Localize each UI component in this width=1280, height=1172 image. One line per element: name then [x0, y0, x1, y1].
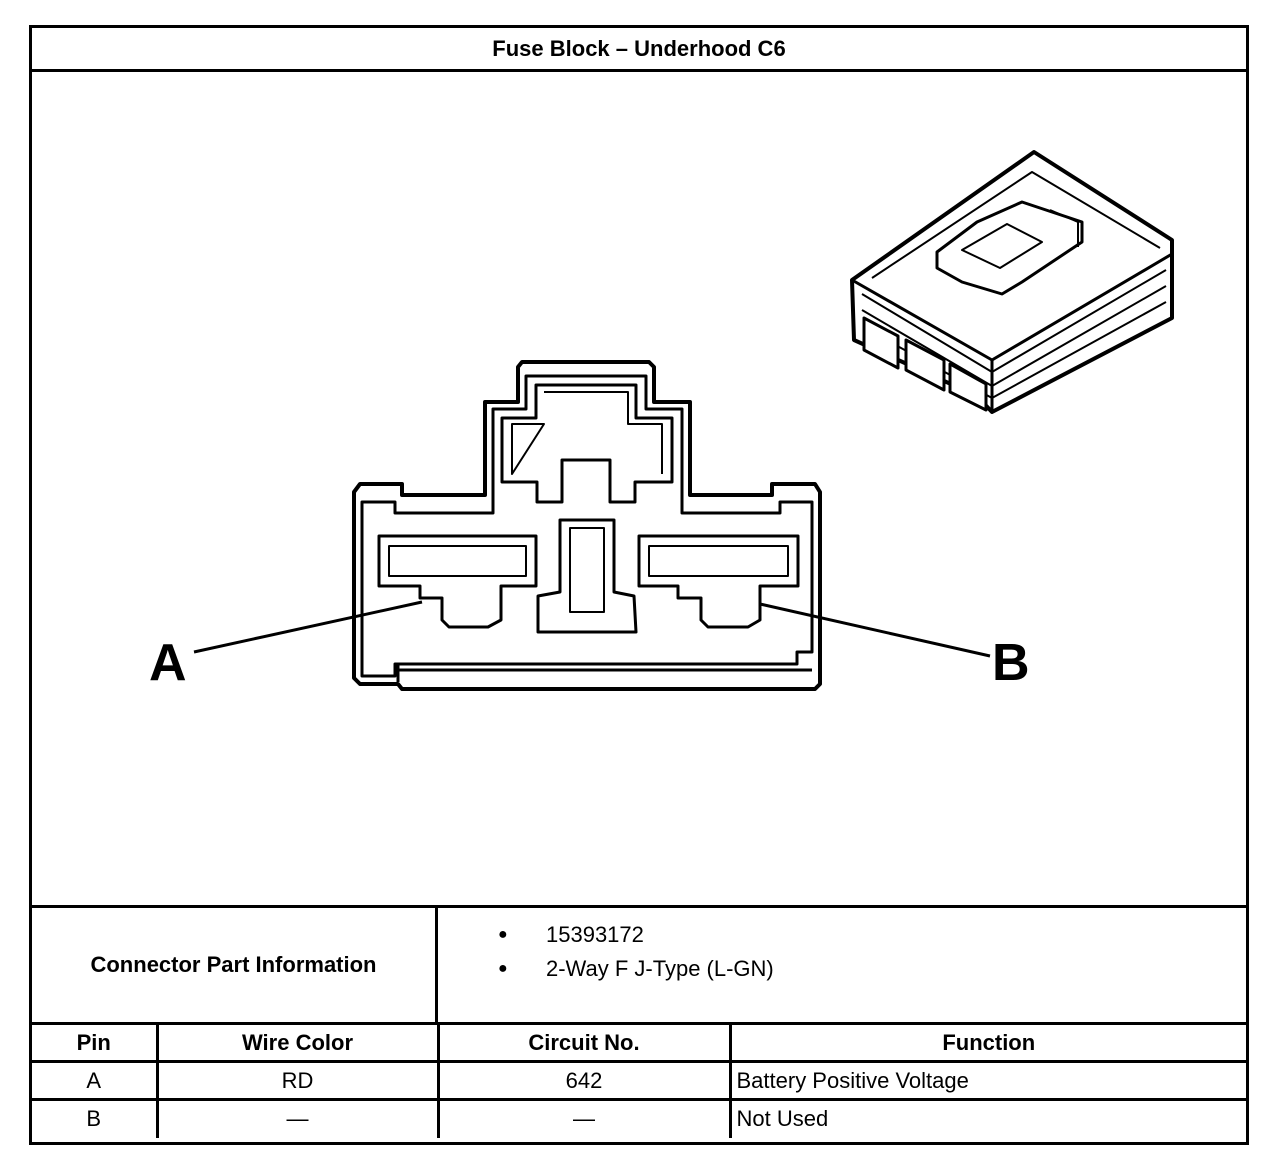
- leader-line-a: [193, 600, 423, 654]
- connector-description: 2-Way F J-Type (L-GN): [546, 956, 774, 981]
- cavity-a-inner: [388, 545, 527, 577]
- circuit-cell: —: [438, 1098, 732, 1138]
- center-key: [536, 518, 638, 634]
- connector-sheet: Fuse Block – Underhood C6: [29, 25, 1249, 1145]
- cavity-b: [637, 534, 800, 629]
- part-info-row: Connector Part Information ● 15393172 ● …: [32, 905, 1246, 1022]
- header-wire-color: Wire Color: [157, 1022, 440, 1062]
- part-info-list: ● 15393172 ● 2-Way F J-Type (L-GN): [438, 908, 1246, 1022]
- latch-inner: [511, 391, 663, 475]
- header-circuit-no: Circuit No.: [438, 1022, 732, 1062]
- connector-drawing: A B: [32, 72, 1246, 905]
- pin-table-header: Pin Wire Color Circuit No. Function: [32, 1022, 1246, 1062]
- pin-cell: A: [32, 1060, 159, 1100]
- connector-iso-view: [850, 150, 1174, 414]
- pin-label-a: A: [149, 634, 187, 692]
- wire-color-cell: RD: [157, 1060, 440, 1100]
- part-info-item: ● 15393172: [498, 918, 1246, 952]
- bullet-icon: ●: [498, 926, 508, 943]
- pin-label-b: B: [992, 634, 1030, 692]
- cavity-b-inner: [648, 545, 789, 577]
- bullet-icon: ●: [498, 960, 508, 977]
- cavity-a: [377, 534, 538, 629]
- function-cell: Not Used: [730, 1098, 1246, 1138]
- part-number: 15393172: [546, 922, 644, 947]
- header-function: Function: [730, 1022, 1246, 1062]
- wire-color-cell: —: [157, 1098, 440, 1138]
- latch-outline: [500, 383, 674, 504]
- part-info-label: Connector Part Information: [32, 908, 438, 1022]
- circuit-cell: 642: [438, 1060, 732, 1100]
- bottom-rail: [396, 665, 812, 682]
- sheet-title: Fuse Block – Underhood C6: [32, 28, 1246, 72]
- table-row: B — — Not Used: [32, 1098, 1246, 1138]
- connector-face-outline: [352, 360, 822, 691]
- pin-cell: B: [32, 1098, 159, 1138]
- connector-diagram-svg: A B: [149, 150, 1174, 692]
- connector-face-inner: [360, 374, 814, 678]
- part-info-item: ● 2-Way F J-Type (L-GN): [498, 952, 1246, 986]
- center-key-inner: [569, 527, 605, 613]
- header-pin: Pin: [32, 1022, 159, 1062]
- pin-table: Pin Wire Color Circuit No. Function A RD…: [32, 1022, 1246, 1138]
- function-cell: Battery Positive Voltage: [730, 1060, 1246, 1100]
- leader-line-b: [759, 602, 991, 658]
- table-row: A RD 642 Battery Positive Voltage: [32, 1060, 1246, 1100]
